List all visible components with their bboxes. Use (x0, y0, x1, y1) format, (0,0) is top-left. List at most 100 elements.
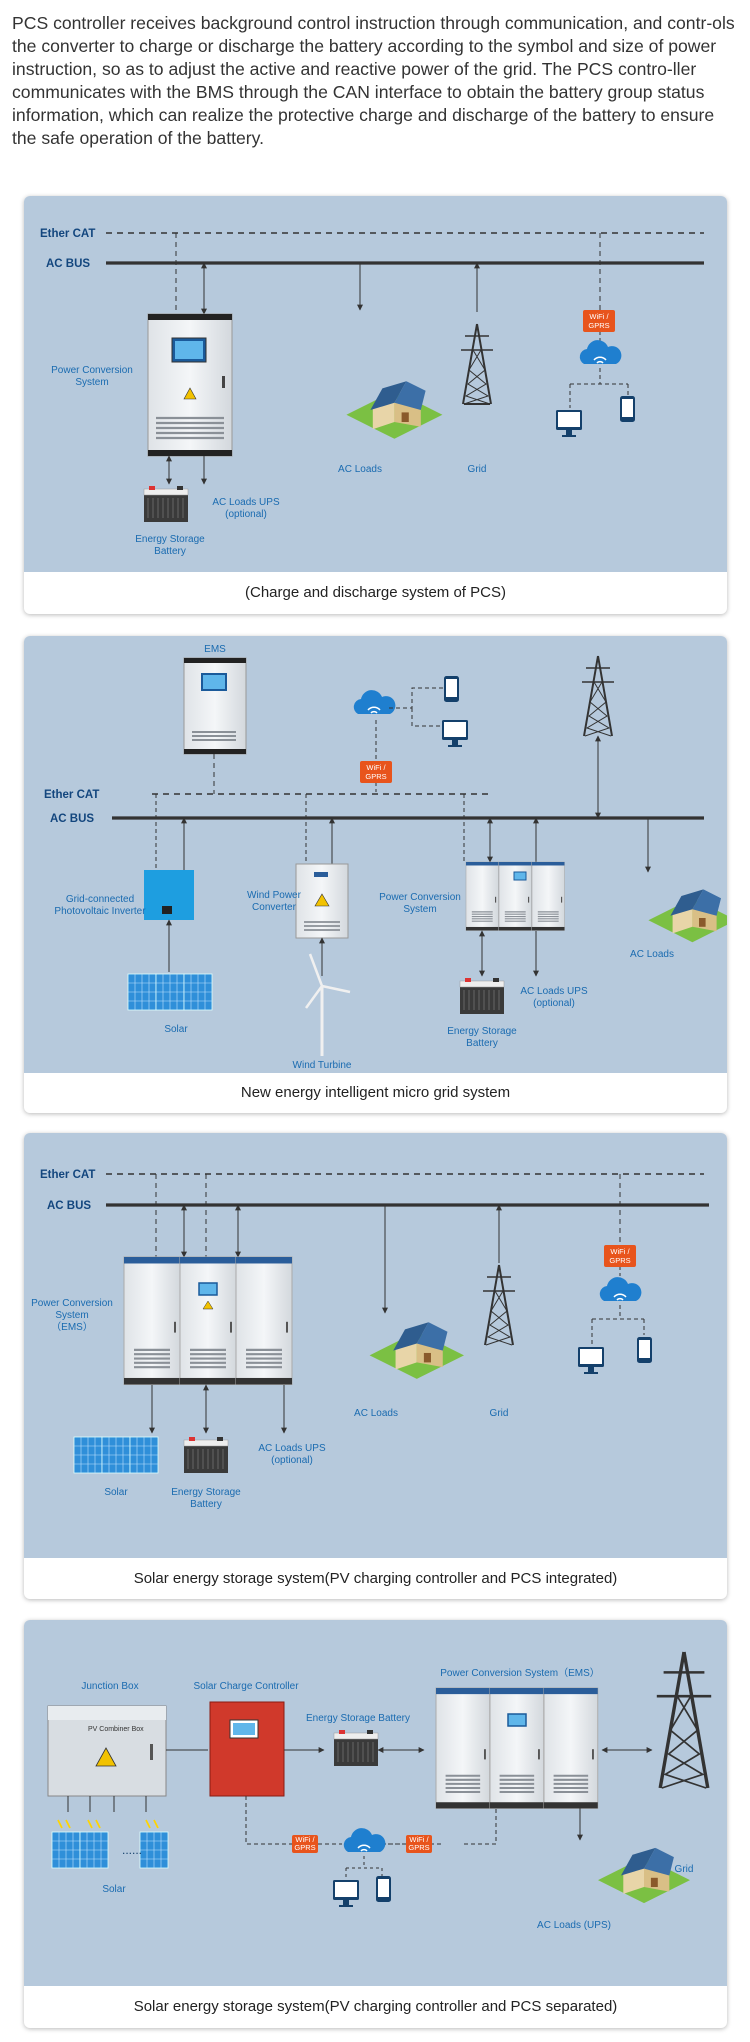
phone-icon (620, 396, 635, 422)
grid-label: Grid (490, 1408, 509, 1419)
ethercat-label: Ether CAT (44, 789, 99, 801)
pv-combiner-box: PV Combiner Box (47, 1705, 167, 1797)
ups-label: AC Loads UPS(optional) (212, 497, 280, 520)
grid-tower-icon (581, 655, 615, 737)
cloud-icon (599, 1276, 643, 1302)
svg-text:WiFi /: WiFi / (409, 1835, 429, 1844)
acloads-label: AC Loads (354, 1408, 398, 1419)
grid-label: Grid (468, 464, 487, 475)
wifi-gprs-badge: WiFi / GPRS (360, 761, 392, 783)
monitor-icon (333, 1880, 359, 1907)
diagram-background (24, 196, 727, 572)
battery-label: Energy Storage Battery (306, 1713, 410, 1724)
svg-text:GPRS: GPRS (408, 1843, 429, 1852)
turbine-label: Wind Turbine (293, 1060, 352, 1071)
solar-panels-icon (127, 973, 213, 1011)
solar-charge-controller (209, 1701, 285, 1797)
ethercat-label: Ether CAT (40, 228, 95, 240)
cloud-icon (579, 339, 623, 365)
acloads-label: AC Loads (338, 464, 382, 475)
pcs-cabinet (122, 1255, 294, 1386)
acbus-label: AC BUS (46, 258, 90, 270)
ups-label: AC Loads UPS(optional) (258, 1443, 326, 1466)
house-icon (648, 889, 727, 943)
svg-text:WiFi /: WiFi / (610, 1247, 630, 1256)
intro-paragraph: PCS controller receives background contr… (12, 13, 735, 148)
wifi-gprs-badge: WiFi / GPRS (604, 1245, 636, 1267)
solar-label: Solar (102, 1884, 126, 1895)
micro-grid-diagram: EMS Ether CAT AC BUS WiFi / GPRS Grid-co… (44, 644, 727, 1071)
battery-icon (183, 1436, 229, 1474)
battery-icon (143, 485, 189, 523)
acloads-label: AC Loads (UPS) (537, 1920, 611, 1931)
dots-label: ...... (122, 1843, 142, 1857)
house-icon (346, 381, 443, 439)
grid-label: Grid (675, 1864, 694, 1875)
controller-label: Solar Charge Controller (193, 1681, 299, 1692)
svg-text:WiFi /: WiFi / (295, 1835, 315, 1844)
wind-turbine-icon (304, 953, 351, 1056)
caption: New energy intelligent micro grid system (240, 1084, 511, 1101)
acbus-label: AC BUS (50, 813, 94, 825)
wifi-gprs-badge-right: WiFi / GPRS (406, 1835, 432, 1853)
pcs-label: Power Conversion System（EMS） (440, 1667, 600, 1679)
ethercat-label: Ether CAT (40, 1169, 95, 1181)
ups-label: AC Loads UPS(optional) (520, 986, 588, 1009)
svg-text:GPRS: GPRS (609, 1256, 630, 1265)
solar-panels-icon (73, 1436, 159, 1474)
solar-label: Solar (104, 1487, 128, 1498)
grid-tower-icon (460, 323, 494, 405)
pcs-cabinet (434, 1686, 599, 1810)
pcs-cabinet (147, 313, 233, 457)
junction-box-label: Junction Box (81, 1681, 138, 1692)
svg-text:GPRS: GPRS (294, 1843, 315, 1852)
acbus-label: AC BUS (47, 1200, 91, 1212)
ems-label: EMS (204, 644, 226, 655)
caption: (Charge and discharge system of PCS) (245, 584, 506, 601)
wind-converter-cabinet (295, 863, 349, 939)
svg-text:WiFi /: WiFi / (589, 312, 609, 321)
caption: Solar energy storage system(PV charging … (133, 1570, 618, 1587)
wifi-gprs-badge: WiFi / GPRS (583, 310, 615, 332)
svg-text:GPRS: GPRS (365, 772, 386, 781)
phone-icon (376, 1876, 391, 1902)
solar-panels-icon (51, 1819, 169, 1869)
diagram-card-pv-pcs-separated: Junction Box PV Combiner Box ...... Sola… (24, 1620, 727, 2028)
house-icon (598, 1847, 690, 1904)
monitor-icon (556, 410, 582, 437)
caption: Solar energy storage system(PV charging … (133, 1998, 618, 2015)
phone-icon (637, 1337, 652, 1363)
diagram-card-micro-grid: EMS Ether CAT AC BUS WiFi / GPRS Grid-co… (24, 636, 727, 1113)
wifi-gprs-badge-left: WiFi / GPRS (292, 1835, 318, 1853)
svg-text:WiFi /: WiFi / (366, 763, 386, 772)
house-icon (369, 1322, 465, 1379)
diagram-background (24, 1620, 727, 1986)
solar-label: Solar (164, 1024, 188, 1035)
acloads-label: AC Loads (630, 949, 674, 960)
battery-icon (333, 1729, 379, 1767)
grid-tower-icon (482, 1264, 516, 1346)
grid-tower-icon (655, 1650, 713, 1790)
cloud-icon (343, 1827, 387, 1853)
ems-cabinet (183, 657, 247, 755)
battery-icon (459, 977, 505, 1015)
monitor-icon (442, 720, 468, 747)
pv-pcs-separated-diagram: Junction Box PV Combiner Box ...... Sola… (47, 1650, 713, 1931)
svg-text:GPRS: GPRS (588, 321, 609, 330)
pcs-cabinet (465, 861, 566, 932)
combiner-label: PV Combiner Box (88, 1726, 144, 1733)
cloud-icon (353, 689, 397, 715)
monitor-icon (578, 1347, 604, 1374)
